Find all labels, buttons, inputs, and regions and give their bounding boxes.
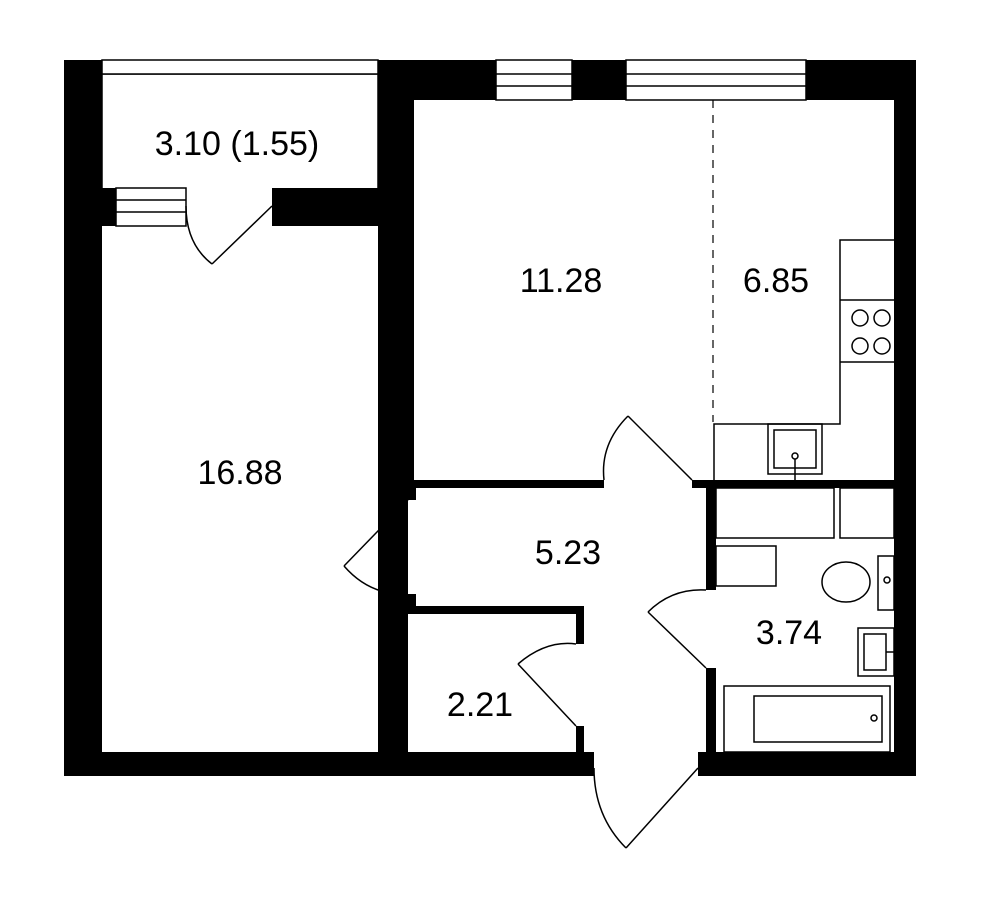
bedroom-window — [495, 59, 573, 101]
living-room-door — [343, 499, 409, 595]
kitchen-area-label: 6.85 — [743, 262, 809, 300]
stove-burner — [851, 309, 869, 327]
bathroom-fixtures — [715, 487, 895, 753]
hallway-area-label: 5.23 — [535, 534, 601, 572]
bathroom-area-label: 3.74 — [756, 614, 822, 652]
bedroom-door — [602, 415, 693, 481]
toilet-tank — [877, 555, 895, 611]
kitchen-window — [625, 59, 807, 101]
balcony-outline — [101, 60, 379, 188]
stove-burner — [851, 337, 869, 355]
storage-area-label: 2.21 — [447, 686, 513, 724]
balcony-area-label: 3.10 (1.55) — [155, 125, 319, 163]
balcony-door-glass — [115, 187, 187, 227]
doors — [185, 205, 707, 849]
balcony-door — [185, 205, 273, 265]
storage-door — [517, 642, 577, 727]
bathroom-door — [647, 589, 707, 669]
windows — [101, 59, 807, 227]
entrance-door — [593, 767, 699, 849]
bedroom-area-label: 11.28 — [520, 262, 603, 300]
stove-burner — [873, 337, 891, 355]
living-room-area-label: 16.88 — [197, 454, 282, 492]
walls — [64, 60, 916, 776]
toilet-bowl — [821, 561, 871, 603]
bathtub — [723, 685, 891, 753]
kitchen-furniture — [712, 100, 894, 480]
stove-burner — [873, 309, 891, 327]
balcony-window — [101, 59, 379, 75]
washing-machine — [715, 487, 835, 539]
